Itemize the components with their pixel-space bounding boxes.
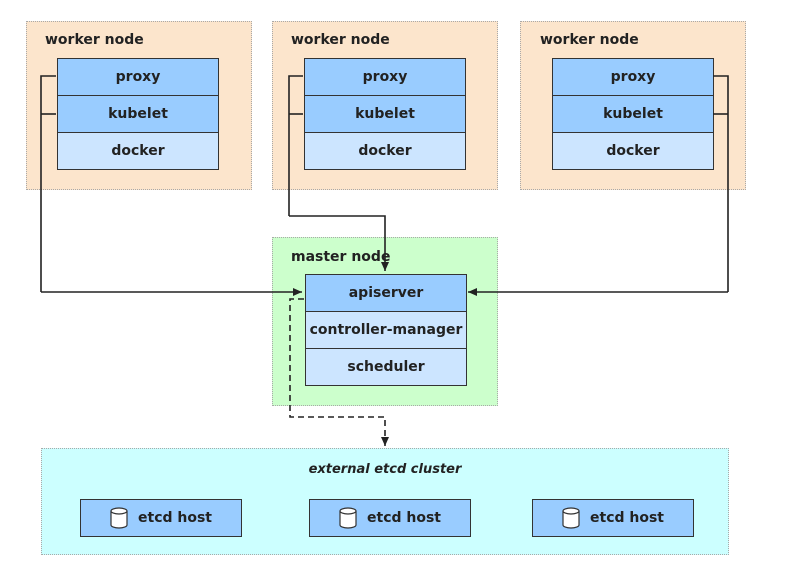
apiserver-box[interactable]: apiserver bbox=[305, 274, 467, 312]
docker-box[interactable]: docker bbox=[552, 132, 714, 170]
controller-manager-box[interactable]: controller-manager bbox=[305, 311, 467, 349]
database-cylinder-icon bbox=[562, 507, 580, 529]
etcd-host-1[interactable]: etcd host bbox=[80, 499, 242, 537]
etcd-host-label: etcd host bbox=[138, 510, 212, 526]
master-node: master node apiserver controller-manager… bbox=[272, 237, 498, 406]
etcd-host-label: etcd host bbox=[590, 510, 664, 526]
scheduler-box[interactable]: scheduler bbox=[305, 348, 467, 386]
worker-node-title: worker node bbox=[45, 32, 144, 48]
proxy-box[interactable]: proxy bbox=[552, 58, 714, 96]
database-cylinder-icon bbox=[339, 507, 357, 529]
kubelet-box[interactable]: kubelet bbox=[57, 95, 219, 133]
proxy-box[interactable]: proxy bbox=[304, 58, 466, 96]
worker-components: proxy kubelet docker bbox=[552, 58, 714, 170]
database-cylinder-icon bbox=[110, 507, 128, 529]
worker-components: proxy kubelet docker bbox=[57, 58, 219, 170]
worker-node-title: worker node bbox=[540, 32, 639, 48]
master-components: apiserver controller-manager scheduler bbox=[305, 274, 467, 386]
kubelet-box[interactable]: kubelet bbox=[552, 95, 714, 133]
worker-node-3: worker node proxy kubelet docker bbox=[520, 21, 746, 190]
docker-box[interactable]: docker bbox=[57, 132, 219, 170]
proxy-box[interactable]: proxy bbox=[57, 58, 219, 96]
worker-components: proxy kubelet docker bbox=[304, 58, 466, 170]
etcd-host-2[interactable]: etcd host bbox=[309, 499, 471, 537]
etcd-cluster: external etcd cluster etcd host etcd hos… bbox=[41, 448, 729, 555]
etcd-host-3[interactable]: etcd host bbox=[532, 499, 694, 537]
worker-node-title: worker node bbox=[291, 32, 390, 48]
docker-box[interactable]: docker bbox=[304, 132, 466, 170]
worker-node-1: worker node proxy kubelet docker bbox=[26, 21, 252, 190]
etcd-host-label: etcd host bbox=[367, 510, 441, 526]
worker-node-2: worker node proxy kubelet docker bbox=[272, 21, 498, 190]
kubelet-box[interactable]: kubelet bbox=[304, 95, 466, 133]
etcd-cluster-title: external etcd cluster bbox=[308, 462, 462, 477]
master-node-title: master node bbox=[291, 249, 391, 265]
